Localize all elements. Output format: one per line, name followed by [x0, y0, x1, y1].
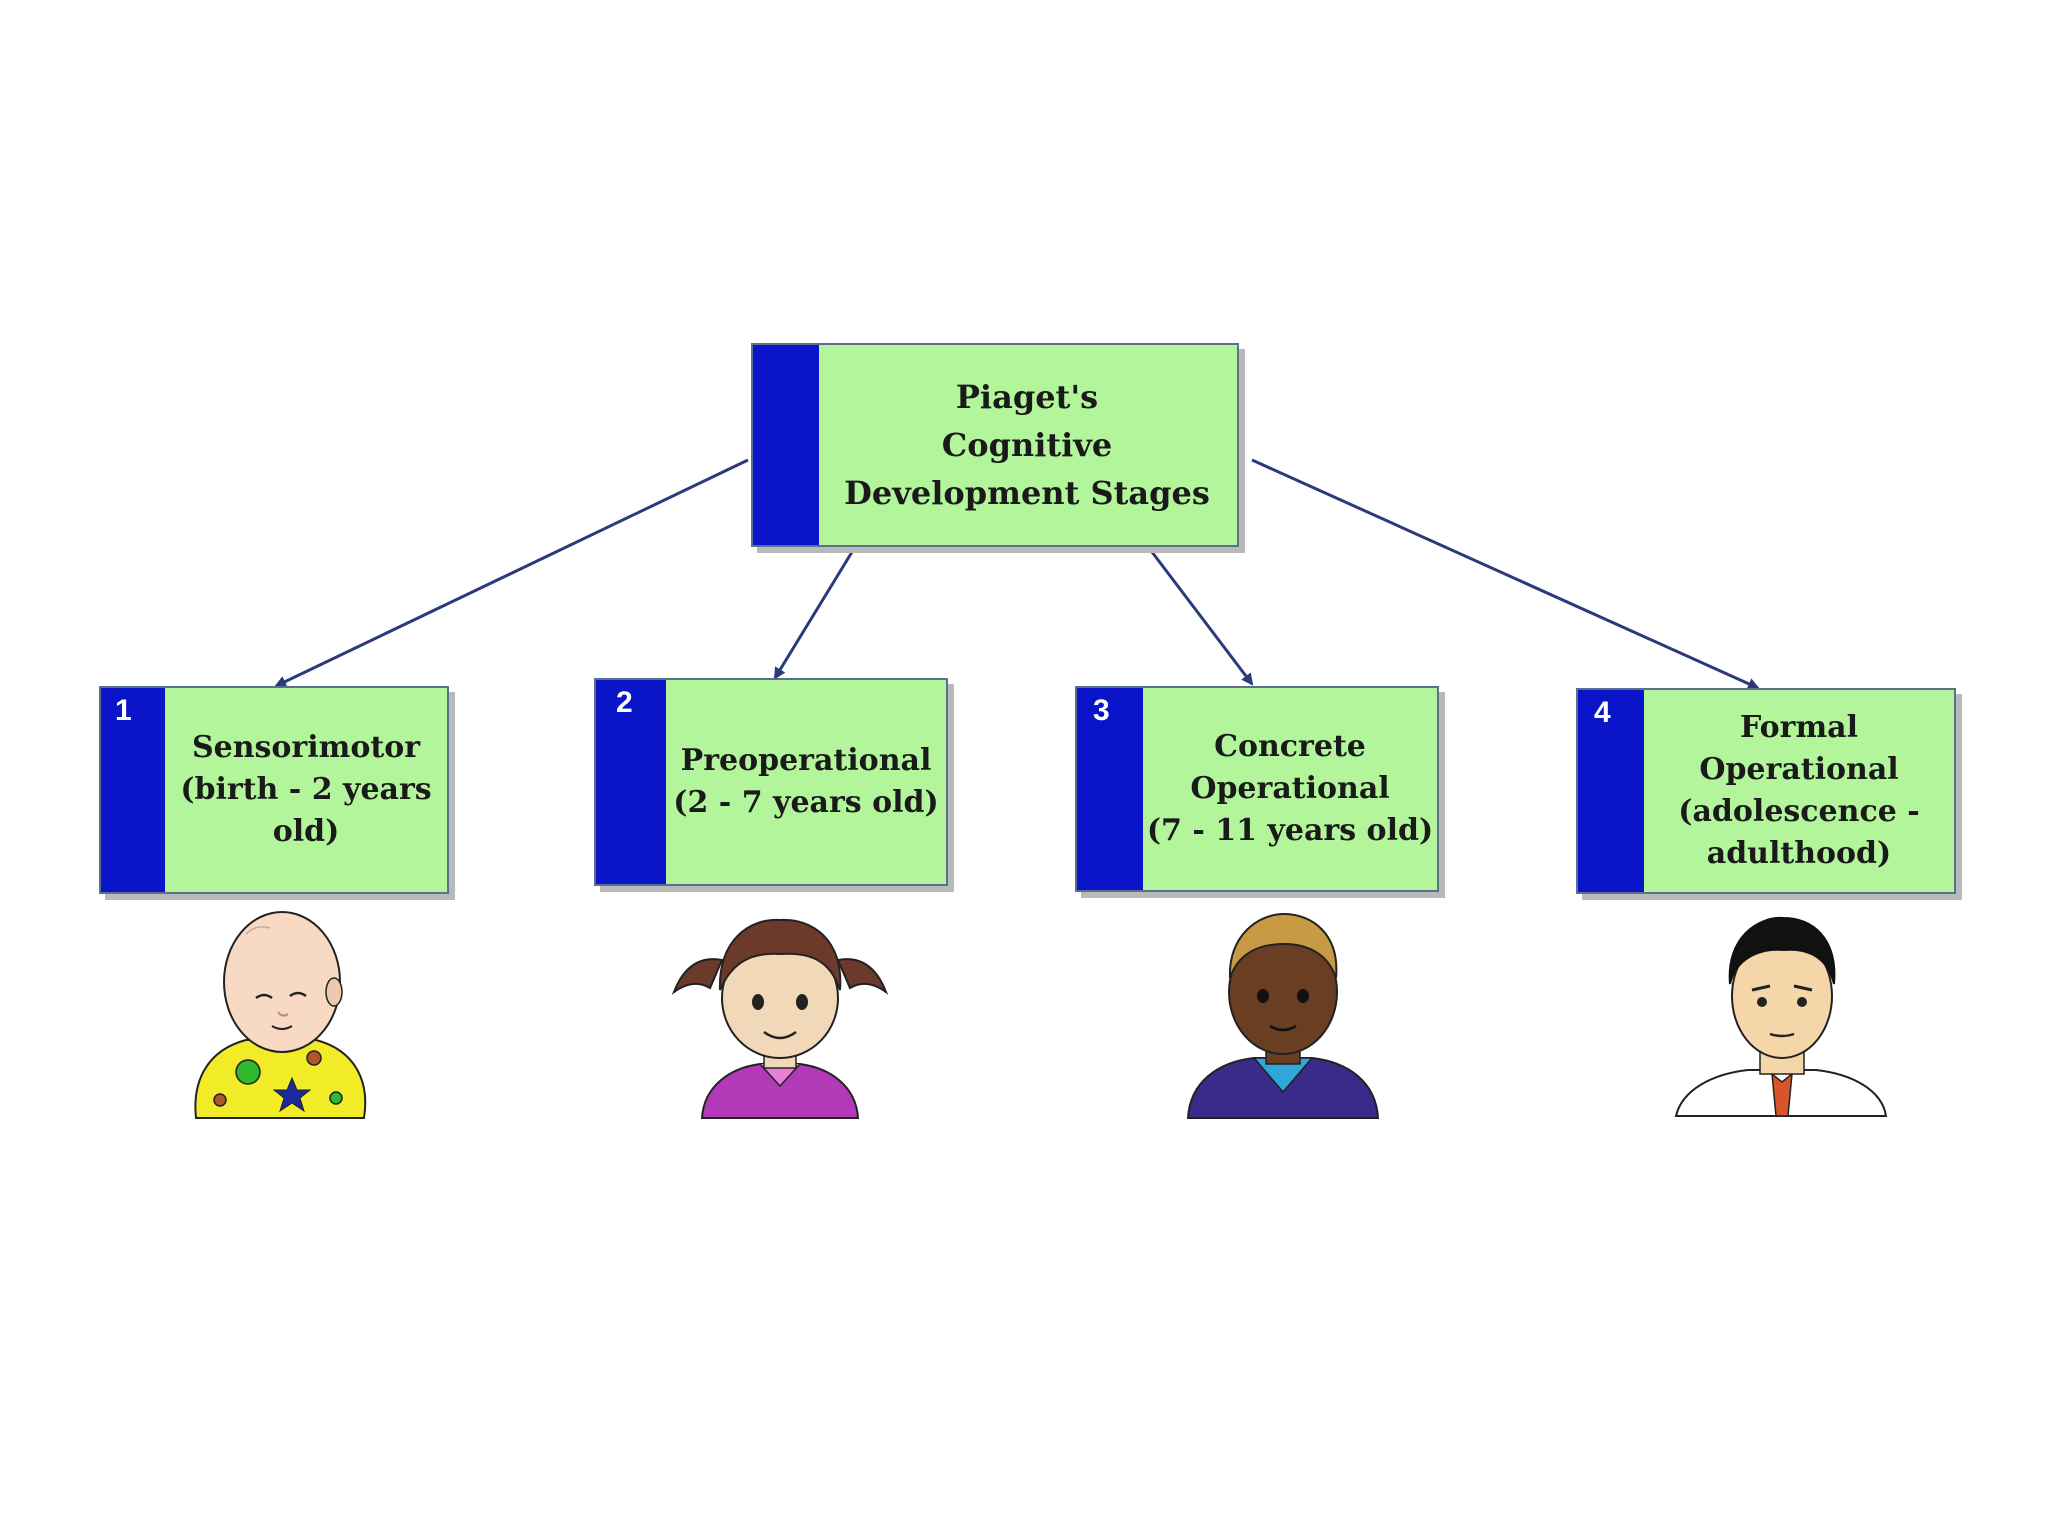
stage-3-line-3: (7 - 11 years old)	[1146, 813, 1434, 848]
stage-4-line-1: Formal Operational	[1699, 710, 1899, 787]
man-figure	[1674, 916, 1888, 1117]
root-node: Piaget's Cognitive Development Stages	[751, 343, 1239, 547]
stage-2-number: 2	[616, 686, 633, 719]
root-line-1: Piaget's	[955, 378, 1099, 416]
stage-2-line-1: Preoperational	[680, 743, 932, 778]
stage-1-number: 1	[115, 694, 132, 727]
boy-figure	[1186, 912, 1380, 1119]
stage-3-line-2: Operational	[1190, 771, 1390, 806]
root-label: Piaget's Cognitive Development Stages	[817, 345, 1237, 545]
stage-2-label: Preoperational (2 - 7 years old)	[666, 680, 946, 884]
stage-4-line-3: adulthood)	[1706, 836, 1892, 871]
stage-4-line-2: (adolescence -	[1678, 794, 1920, 829]
stage-4-number: 4	[1594, 696, 1611, 729]
stage-node-2: 2 Preoperational (2 - 7 years old)	[594, 678, 948, 886]
arrow-to-stage-3	[1150, 551, 1254, 686]
stage-1-line-2: (birth - 2 years	[180, 772, 432, 807]
stage-1-line-1: Sensorimotor	[191, 730, 421, 765]
root-line-2: Cognitive	[941, 426, 1113, 464]
arrow-to-stage-2	[773, 551, 854, 680]
stage-2-line-2: (2 - 7 years old)	[673, 785, 939, 820]
stage-4-stripe	[1578, 690, 1644, 892]
root-line-3: Development Stages	[844, 474, 1210, 512]
root-stripe	[753, 345, 819, 545]
stage-node-1: 1 Sensorimotor (birth - 2 years old)	[99, 686, 449, 894]
stage-1-stripe	[101, 688, 165, 892]
stage-3-label: Concrete Operational (7 - 11 years old)	[1143, 688, 1437, 890]
arrow-to-stage-1	[274, 458, 749, 688]
stage-4-label: Formal Operational (adolescence - adulth…	[1644, 690, 1954, 892]
stage-3-number: 3	[1093, 694, 1110, 727]
stage-3-line-1: Concrete	[1214, 729, 1366, 764]
stage-1-label: Sensorimotor (birth - 2 years old)	[165, 688, 447, 892]
stage-3-stripe	[1077, 688, 1143, 890]
stage-2-stripe	[596, 680, 666, 884]
stage-1-line-3: old)	[272, 814, 340, 849]
baby-figure	[194, 911, 367, 1119]
stage-node-3: 3 Concrete Operational (7 - 11 years old…	[1075, 686, 1439, 892]
girl-figure	[671, 918, 889, 1119]
stage-node-4: 4 Formal Operational (adolescence - adul…	[1576, 688, 1956, 894]
arrow-to-stage-4	[1251, 458, 1760, 690]
